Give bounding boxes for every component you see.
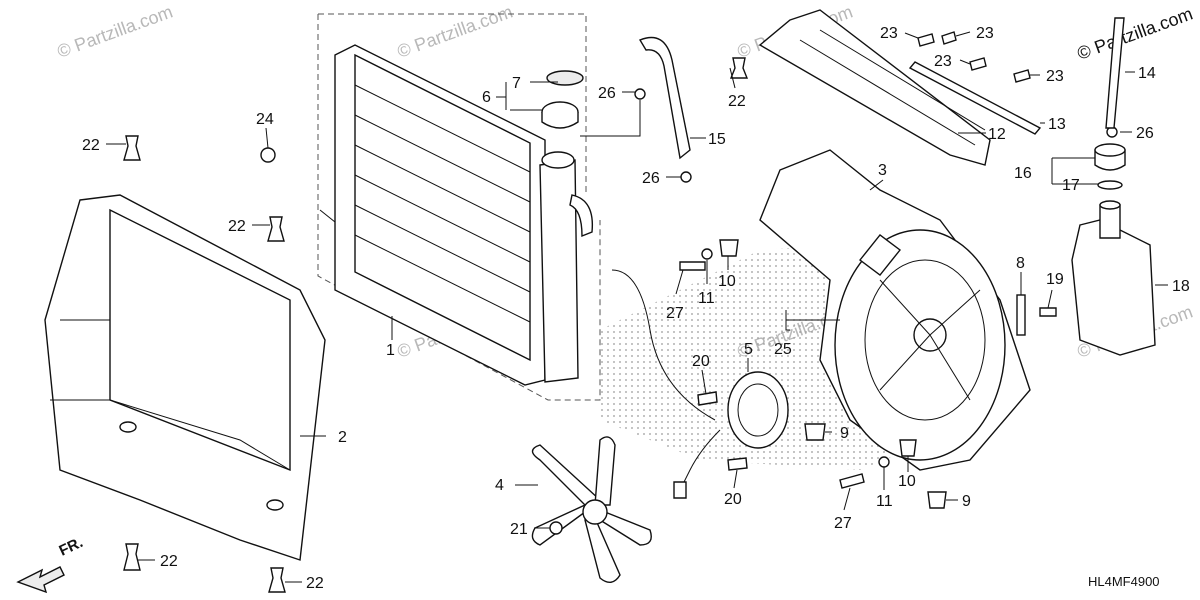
bolt xyxy=(260,147,276,163)
callout-22: 22 xyxy=(306,575,324,592)
callout-22: 22 xyxy=(160,553,178,570)
reserve-tank xyxy=(1071,200,1156,356)
callout-22: 22 xyxy=(82,137,100,154)
fan-switch xyxy=(1016,294,1026,336)
overflow-hose xyxy=(638,36,691,160)
watermark: © Partzilla.com xyxy=(1075,3,1196,63)
push-rivet xyxy=(123,543,141,571)
diagram-code: HL4MF4900 xyxy=(1088,574,1160,589)
callout-4: 4 xyxy=(495,477,504,494)
push-rivet xyxy=(123,135,141,161)
cap-seal xyxy=(546,70,584,86)
callout-16: 16 xyxy=(1014,165,1032,182)
seal-strip xyxy=(908,61,1042,135)
callout-25: 25 xyxy=(774,341,792,358)
push-rivet xyxy=(729,57,749,79)
push-rivet xyxy=(267,216,285,242)
callout-labels: 1 2 3 4 5 6 7 8 9 9 10 10 11 11 12 13 14… xyxy=(82,25,1190,592)
radiator-cap xyxy=(541,70,584,129)
fan-nut xyxy=(549,521,563,535)
clips xyxy=(917,31,1031,83)
callout-20: 20 xyxy=(692,353,710,370)
upper-guide xyxy=(758,9,1042,166)
hose-clip xyxy=(680,171,692,183)
hose-clip xyxy=(634,88,646,100)
watermark: © Partzilla.com xyxy=(55,1,176,61)
callout-17: 17 xyxy=(1062,177,1080,194)
callout-15: 15 xyxy=(708,131,726,148)
air-guide-shroud xyxy=(44,194,326,561)
callout-13: 13 xyxy=(1048,116,1066,133)
callout-9: 9 xyxy=(962,493,971,510)
callout-23: 23 xyxy=(934,53,952,70)
callout-18: 18 xyxy=(1172,278,1190,295)
callout-20: 20 xyxy=(724,491,742,508)
callout-14: 14 xyxy=(1138,65,1156,82)
callout-3: 3 xyxy=(878,162,887,179)
fasteners xyxy=(123,57,749,593)
callout-10: 10 xyxy=(898,473,916,490)
callout-6: 6 xyxy=(482,89,491,106)
callout-10: 10 xyxy=(718,273,736,290)
callout-2: 2 xyxy=(338,429,347,446)
callout-11: 11 xyxy=(876,493,893,510)
fan-blade xyxy=(531,436,652,583)
callout-27: 27 xyxy=(834,515,852,532)
fan-motor xyxy=(611,269,789,499)
callout-27: 27 xyxy=(666,305,684,322)
breather-tube xyxy=(1105,17,1125,129)
callout-5: 5 xyxy=(744,341,753,358)
callout-19: 19 xyxy=(1046,271,1064,288)
front-arrow: FR. xyxy=(16,534,86,594)
callout-1: 1 xyxy=(386,342,395,359)
tank-cap xyxy=(1094,143,1126,190)
callout-12: 12 xyxy=(988,126,1006,143)
callout-11: 11 xyxy=(698,290,715,307)
callout-24: 24 xyxy=(256,111,274,128)
callout-21: 21 xyxy=(510,521,528,538)
callout-22: 22 xyxy=(228,218,246,235)
callout-26: 26 xyxy=(642,170,660,187)
callout-23: 23 xyxy=(880,25,898,42)
push-rivet xyxy=(268,567,286,593)
callout-9: 9 xyxy=(840,425,849,442)
callout-23: 23 xyxy=(976,25,994,42)
callout-26: 26 xyxy=(598,85,616,102)
leader-lines xyxy=(106,31,1168,583)
callout-23: 23 xyxy=(1046,68,1064,85)
callout-26: 26 xyxy=(1136,125,1154,142)
radiator xyxy=(319,44,594,386)
mount-hardware xyxy=(679,239,947,509)
callout-7: 7 xyxy=(512,75,521,92)
watermark: © Partzilla.com xyxy=(395,1,516,61)
callout-8: 8 xyxy=(1016,255,1025,272)
callout-22: 22 xyxy=(728,93,746,110)
radiator-assembly-box xyxy=(317,13,601,401)
switch-bolt xyxy=(1039,307,1057,317)
front-arrow-label: FR. xyxy=(57,534,86,560)
fan-shroud xyxy=(759,149,1031,471)
